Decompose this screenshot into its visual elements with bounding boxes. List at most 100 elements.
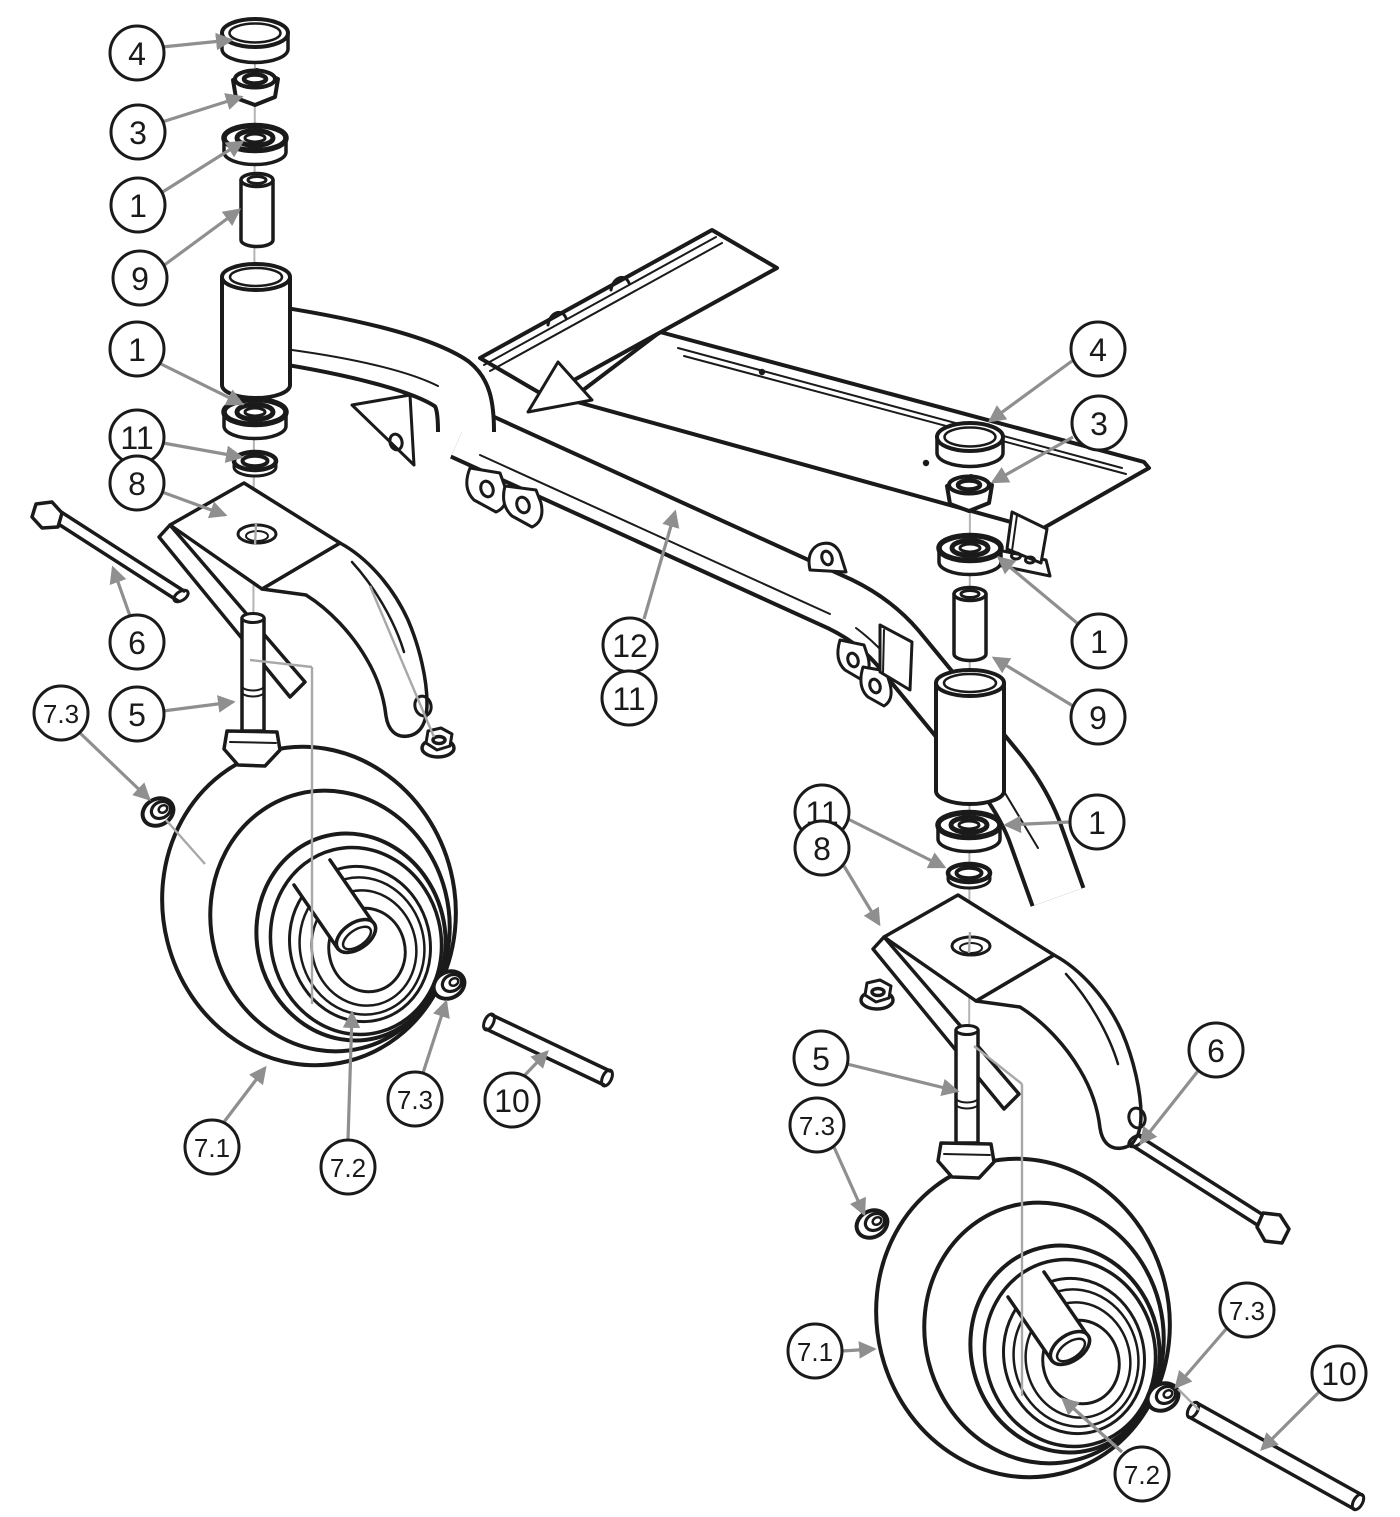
axle-bolt-left (30, 500, 190, 604)
callout-label: 5 (128, 697, 146, 733)
flange-nut-part (859, 978, 895, 1011)
callout-circle (483, 1071, 541, 1129)
callout-circle (108, 613, 166, 671)
callout-8-right: 8 (793, 819, 851, 877)
leader-arrow-1-left-mid (158, 361, 245, 406)
bearing-part (938, 813, 1000, 852)
callout-label: 1 (1090, 624, 1108, 660)
cap-part (220, 17, 290, 65)
callout-circle (108, 24, 166, 82)
leader-arrow-7.3-left-b (421, 999, 450, 1074)
guide-line (249, 658, 313, 669)
callout-circle (1113, 1445, 1171, 1503)
bearing-part (221, 122, 289, 167)
nut-part (231, 68, 280, 107)
rail-hole-dot (758, 368, 766, 376)
callout-label: 6 (128, 625, 146, 661)
callout-7.3-left-b: 7.3 (386, 1070, 444, 1128)
callout-circle (108, 320, 166, 378)
callout-label: 7.2 (1124, 1460, 1160, 1490)
leader-arrow-layer (78, 32, 1321, 1454)
leader-arrow-8-left (161, 490, 228, 519)
callout-label: 3 (1090, 406, 1108, 442)
callout-1-left-top: 1 (109, 176, 167, 234)
axle-bolt-right (1127, 1133, 1291, 1245)
callout-7.3-left-a: 7.3 (32, 684, 90, 742)
guide-line (368, 585, 436, 738)
callout-9-left: 9 (111, 249, 169, 307)
frame-caster-tube-right (934, 668, 1006, 806)
leader-arrow-5-left (162, 695, 236, 713)
leader-arrow-10-right (1260, 1390, 1321, 1451)
callout-circle (109, 103, 167, 161)
callout-circle (792, 1029, 850, 1087)
callout-circle (386, 1070, 444, 1128)
callout-circle (793, 819, 851, 877)
bearing-part (939, 536, 1001, 575)
callout-label: 7.3 (799, 1111, 835, 1141)
callout-label: 12 (612, 628, 648, 664)
callout-label: 9 (131, 261, 149, 297)
callout-7.3-right-a: 7.3 (788, 1096, 846, 1154)
leader-arrow-5-right (846, 1062, 960, 1096)
leader-arrow-1-right-mid (1003, 815, 1071, 834)
leader-arrow-8-right (842, 865, 881, 927)
callout-3-left: 3 (109, 103, 167, 161)
leader-arrow-1-right-top (996, 556, 1079, 625)
callout-8-left: 8 (108, 454, 166, 512)
callout-circle (183, 1118, 241, 1176)
leader-arrow-6-right (1139, 1070, 1200, 1146)
frame-tabs (350, 393, 914, 708)
callout-circle (1218, 1281, 1276, 1339)
callout-12-center: 12 (601, 616, 659, 674)
callout-11-left: 11 (108, 408, 166, 466)
callout-circle (1069, 320, 1127, 378)
leader-arrow-7.2-right (1061, 1397, 1124, 1454)
callout-3-right: 3 (1070, 394, 1128, 452)
callout-circle (32, 684, 90, 742)
callout-1-left-mid: 1 (108, 320, 166, 378)
callout-label: 8 (813, 831, 831, 867)
rim-part (268, 845, 444, 1037)
callout-label: 1 (129, 188, 147, 224)
callout-label: 11 (120, 420, 153, 456)
callout-label: 7.2 (330, 1153, 366, 1183)
caster-fork-part (157, 481, 433, 739)
callout-5-left: 5 (108, 685, 166, 743)
rail-hole-dot (922, 459, 930, 467)
callout-7.2-left: 7.2 (319, 1138, 377, 1196)
callout-7.2-right: 7.2 (1113, 1445, 1171, 1503)
guide-line (165, 819, 206, 865)
callout-1-right-top: 1 (1070, 612, 1128, 670)
leader-arrow-7.3-right-b (1174, 1326, 1229, 1389)
callout-label: 3 (129, 115, 147, 151)
callout-circle (111, 249, 169, 307)
callout-label: 1 (1088, 805, 1106, 841)
leader-arrow-4-left (161, 32, 234, 51)
callout-label: 5 (812, 1041, 830, 1077)
callout-label: 4 (1089, 332, 1107, 368)
callout-circle (600, 669, 658, 727)
leader-arrow-10-left (522, 1050, 549, 1078)
callout-circle (108, 685, 166, 743)
guide-line (1177, 1388, 1200, 1411)
leader-arrow-9-left (162, 208, 242, 268)
callout-label: 7.3 (43, 699, 79, 729)
callout-10-right: 10 (1310, 1344, 1368, 1402)
callout-label: 8 (128, 466, 146, 502)
callout-label: 11 (612, 681, 645, 717)
callout-label: 7.3 (397, 1085, 433, 1115)
guide-line-layer (165, 523, 1200, 1411)
axle-tube-right (1185, 1400, 1366, 1512)
callout-circle (319, 1138, 377, 1196)
callout-label: 9 (1089, 700, 1107, 736)
callout-label: 1 (128, 332, 146, 368)
callout-circle (1310, 1344, 1368, 1402)
frame-left-arm (253, 302, 496, 433)
frame-weldment (220, 228, 1151, 907)
frame-caster-tube-left (220, 262, 292, 400)
leader-arrow-12-center (642, 509, 680, 620)
callout-6-left: 6 (108, 613, 166, 671)
